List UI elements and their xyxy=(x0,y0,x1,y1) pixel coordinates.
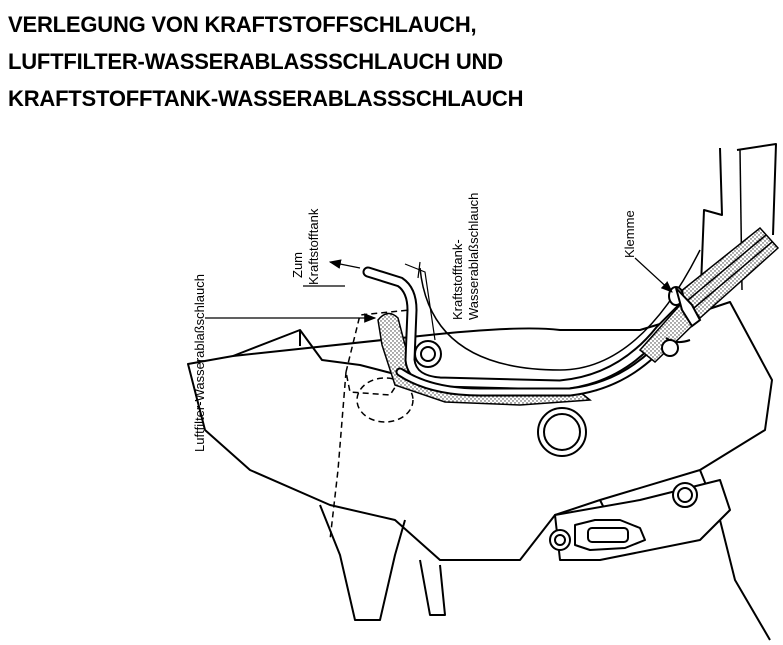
hose-bundle-upper-right xyxy=(638,226,780,364)
title-line-3: KRAFTSTOFFTANK-WASSERABLASSSCHLAUCH xyxy=(8,86,524,111)
label-clamp: Klemme xyxy=(622,210,637,258)
title-line-1: VERLEGUNG VON KRAFTSTOFFSCHLAUCH, xyxy=(8,12,477,37)
leader-lines xyxy=(205,257,673,341)
clamp xyxy=(661,286,702,357)
label-air-filter-drain-hose: Luftfilter-Wasserablaßschlauch xyxy=(192,274,207,452)
label-fuel-tank-drain-hose-line-2: Wasserablaßschlauch xyxy=(466,193,481,320)
label-kraftstofftank: Kraftstofftank xyxy=(306,208,321,285)
label-zum: Zum xyxy=(290,252,305,278)
fuel-hose xyxy=(362,266,696,391)
page-title: VERLEGUNG VON KRAFTSTOFFSCHLAUCH, LUFTFI… xyxy=(8,6,523,117)
frame-holes xyxy=(414,340,698,551)
title-line-2: LUFTFILTER-WASSERABLASSSCHLAUCH UND xyxy=(8,49,503,74)
label-fuel-tank-drain-hose-line-1: Kraftstofftank- xyxy=(450,239,465,320)
